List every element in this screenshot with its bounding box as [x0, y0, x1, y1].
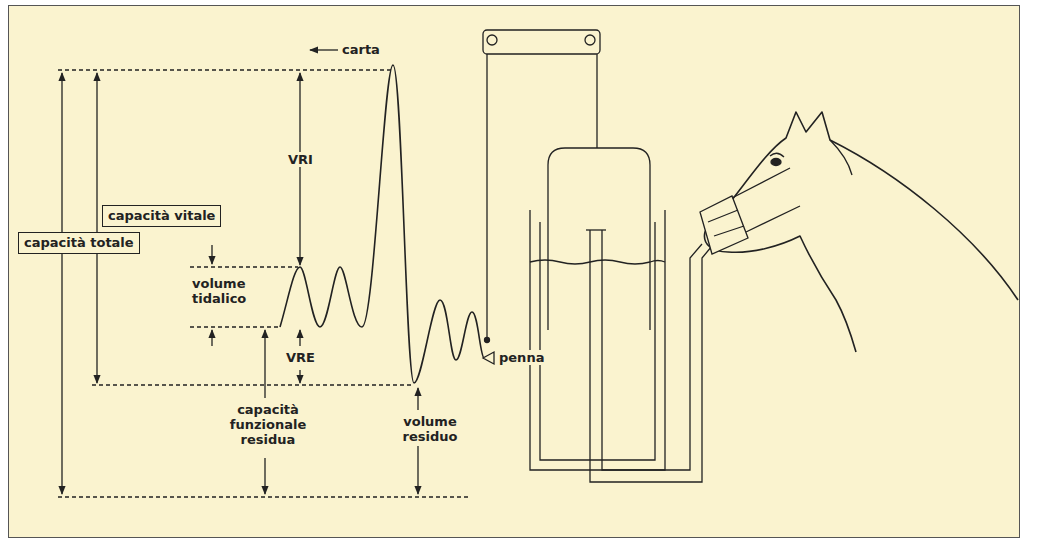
background-panel: [8, 5, 1020, 538]
volume-label: capacità funzionale residua: [226, 402, 310, 447]
box-text: capacità vitale: [108, 208, 215, 224]
capacity-box: capacità vitale: [102, 205, 221, 227]
volume-label: volume tidalico: [190, 276, 270, 306]
volume-label: volume residuo: [396, 414, 464, 444]
box-text: capacità totale: [24, 235, 134, 251]
capacity-box: capacità totale: [18, 232, 140, 254]
volume-label: carta: [340, 42, 382, 57]
volume-label: VRI: [286, 152, 315, 167]
volume-label: VRE: [284, 350, 317, 365]
volume-label: penna: [497, 350, 546, 365]
